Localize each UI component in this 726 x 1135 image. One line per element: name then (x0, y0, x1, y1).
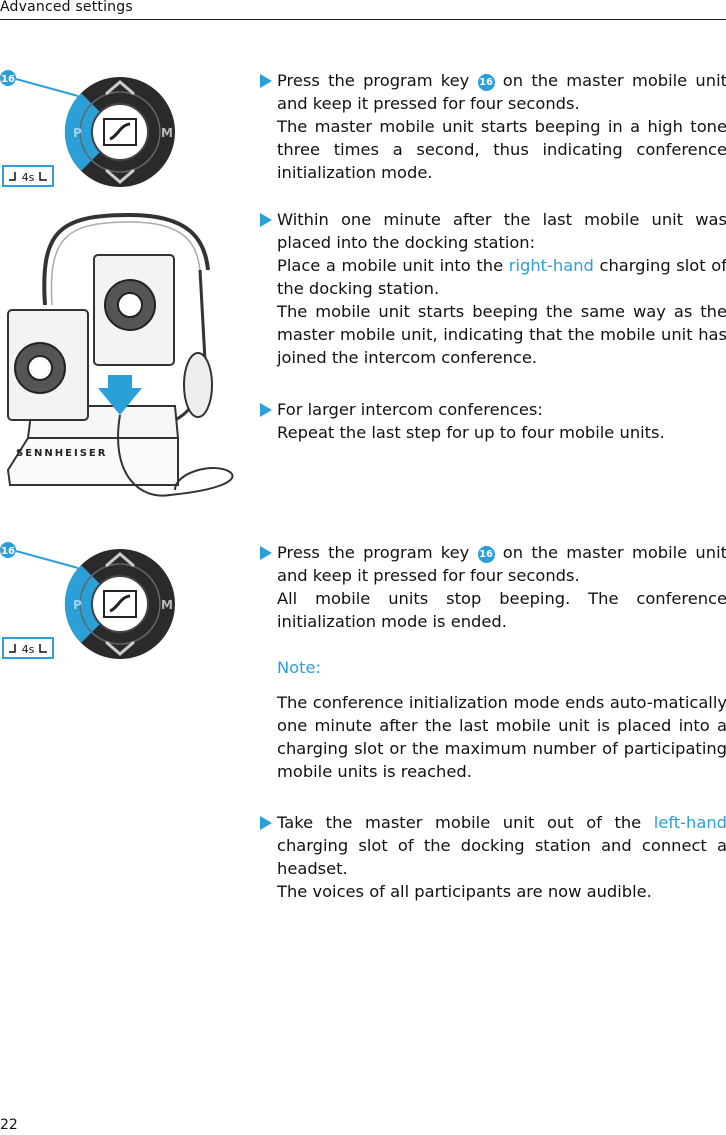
svg-text:P: P (73, 126, 82, 140)
note-text: The conference initialization mode ends … (277, 693, 726, 781)
step-1-result: The master mobile unit starts beeping in… (277, 117, 726, 182)
arrow-bullet-icon (260, 403, 272, 417)
arrow-bullet-icon (260, 74, 272, 88)
svg-text:16: 16 (1, 546, 15, 557)
header-title: Advanced settings (0, 0, 133, 15)
note-title: Note: (277, 658, 322, 677)
note: Note: The conference initialization mode… (257, 656, 726, 783)
step-1: Press the program key 16 on the master m… (257, 69, 726, 184)
program-key-figure-1: 16 P M 4s (0, 70, 175, 187)
step-3: For larger intercom conferences: Repeat … (257, 398, 726, 444)
arrow-bullet-icon (260, 213, 272, 227)
docking-station-illustration: SENNHEISER (6, 212, 234, 497)
callout-badge-icon (0, 70, 16, 86)
step-2-result: The mobile unit starts beeping the same … (277, 302, 726, 367)
svg-text:M: M (161, 126, 173, 140)
step-5-result: The voices of all participants are now a… (277, 882, 652, 901)
key-badge-icon: 16 (477, 546, 495, 563)
svg-text:4s: 4s (22, 171, 35, 184)
page-number: 22 (0, 1117, 18, 1133)
insert-arrow-icon (98, 375, 142, 415)
callout-badge-icon (0, 542, 16, 558)
svg-text:SENNHEISER: SENNHEISER (16, 448, 107, 459)
program-key-figure-2: 16 P M 4s (0, 542, 175, 659)
arrow-bullet-icon (260, 816, 272, 830)
svg-text:M: M (161, 598, 173, 612)
page-header: Advanced settings (0, 0, 726, 20)
arrow-bullet-icon (260, 546, 272, 560)
svg-text:P: P (73, 598, 82, 612)
step-4: Press the program key 16 on the master m… (257, 541, 726, 633)
step-2: Within one minute after the last mobile … (257, 208, 726, 369)
step-5: Take the master mobile unit out of the l… (257, 811, 726, 903)
key-badge-icon: 16 (477, 74, 495, 91)
step-4-result: All mobile units stop beeping. The confe… (277, 589, 726, 631)
svg-text:16: 16 (1, 74, 15, 85)
svg-text:4s: 4s (22, 643, 35, 656)
